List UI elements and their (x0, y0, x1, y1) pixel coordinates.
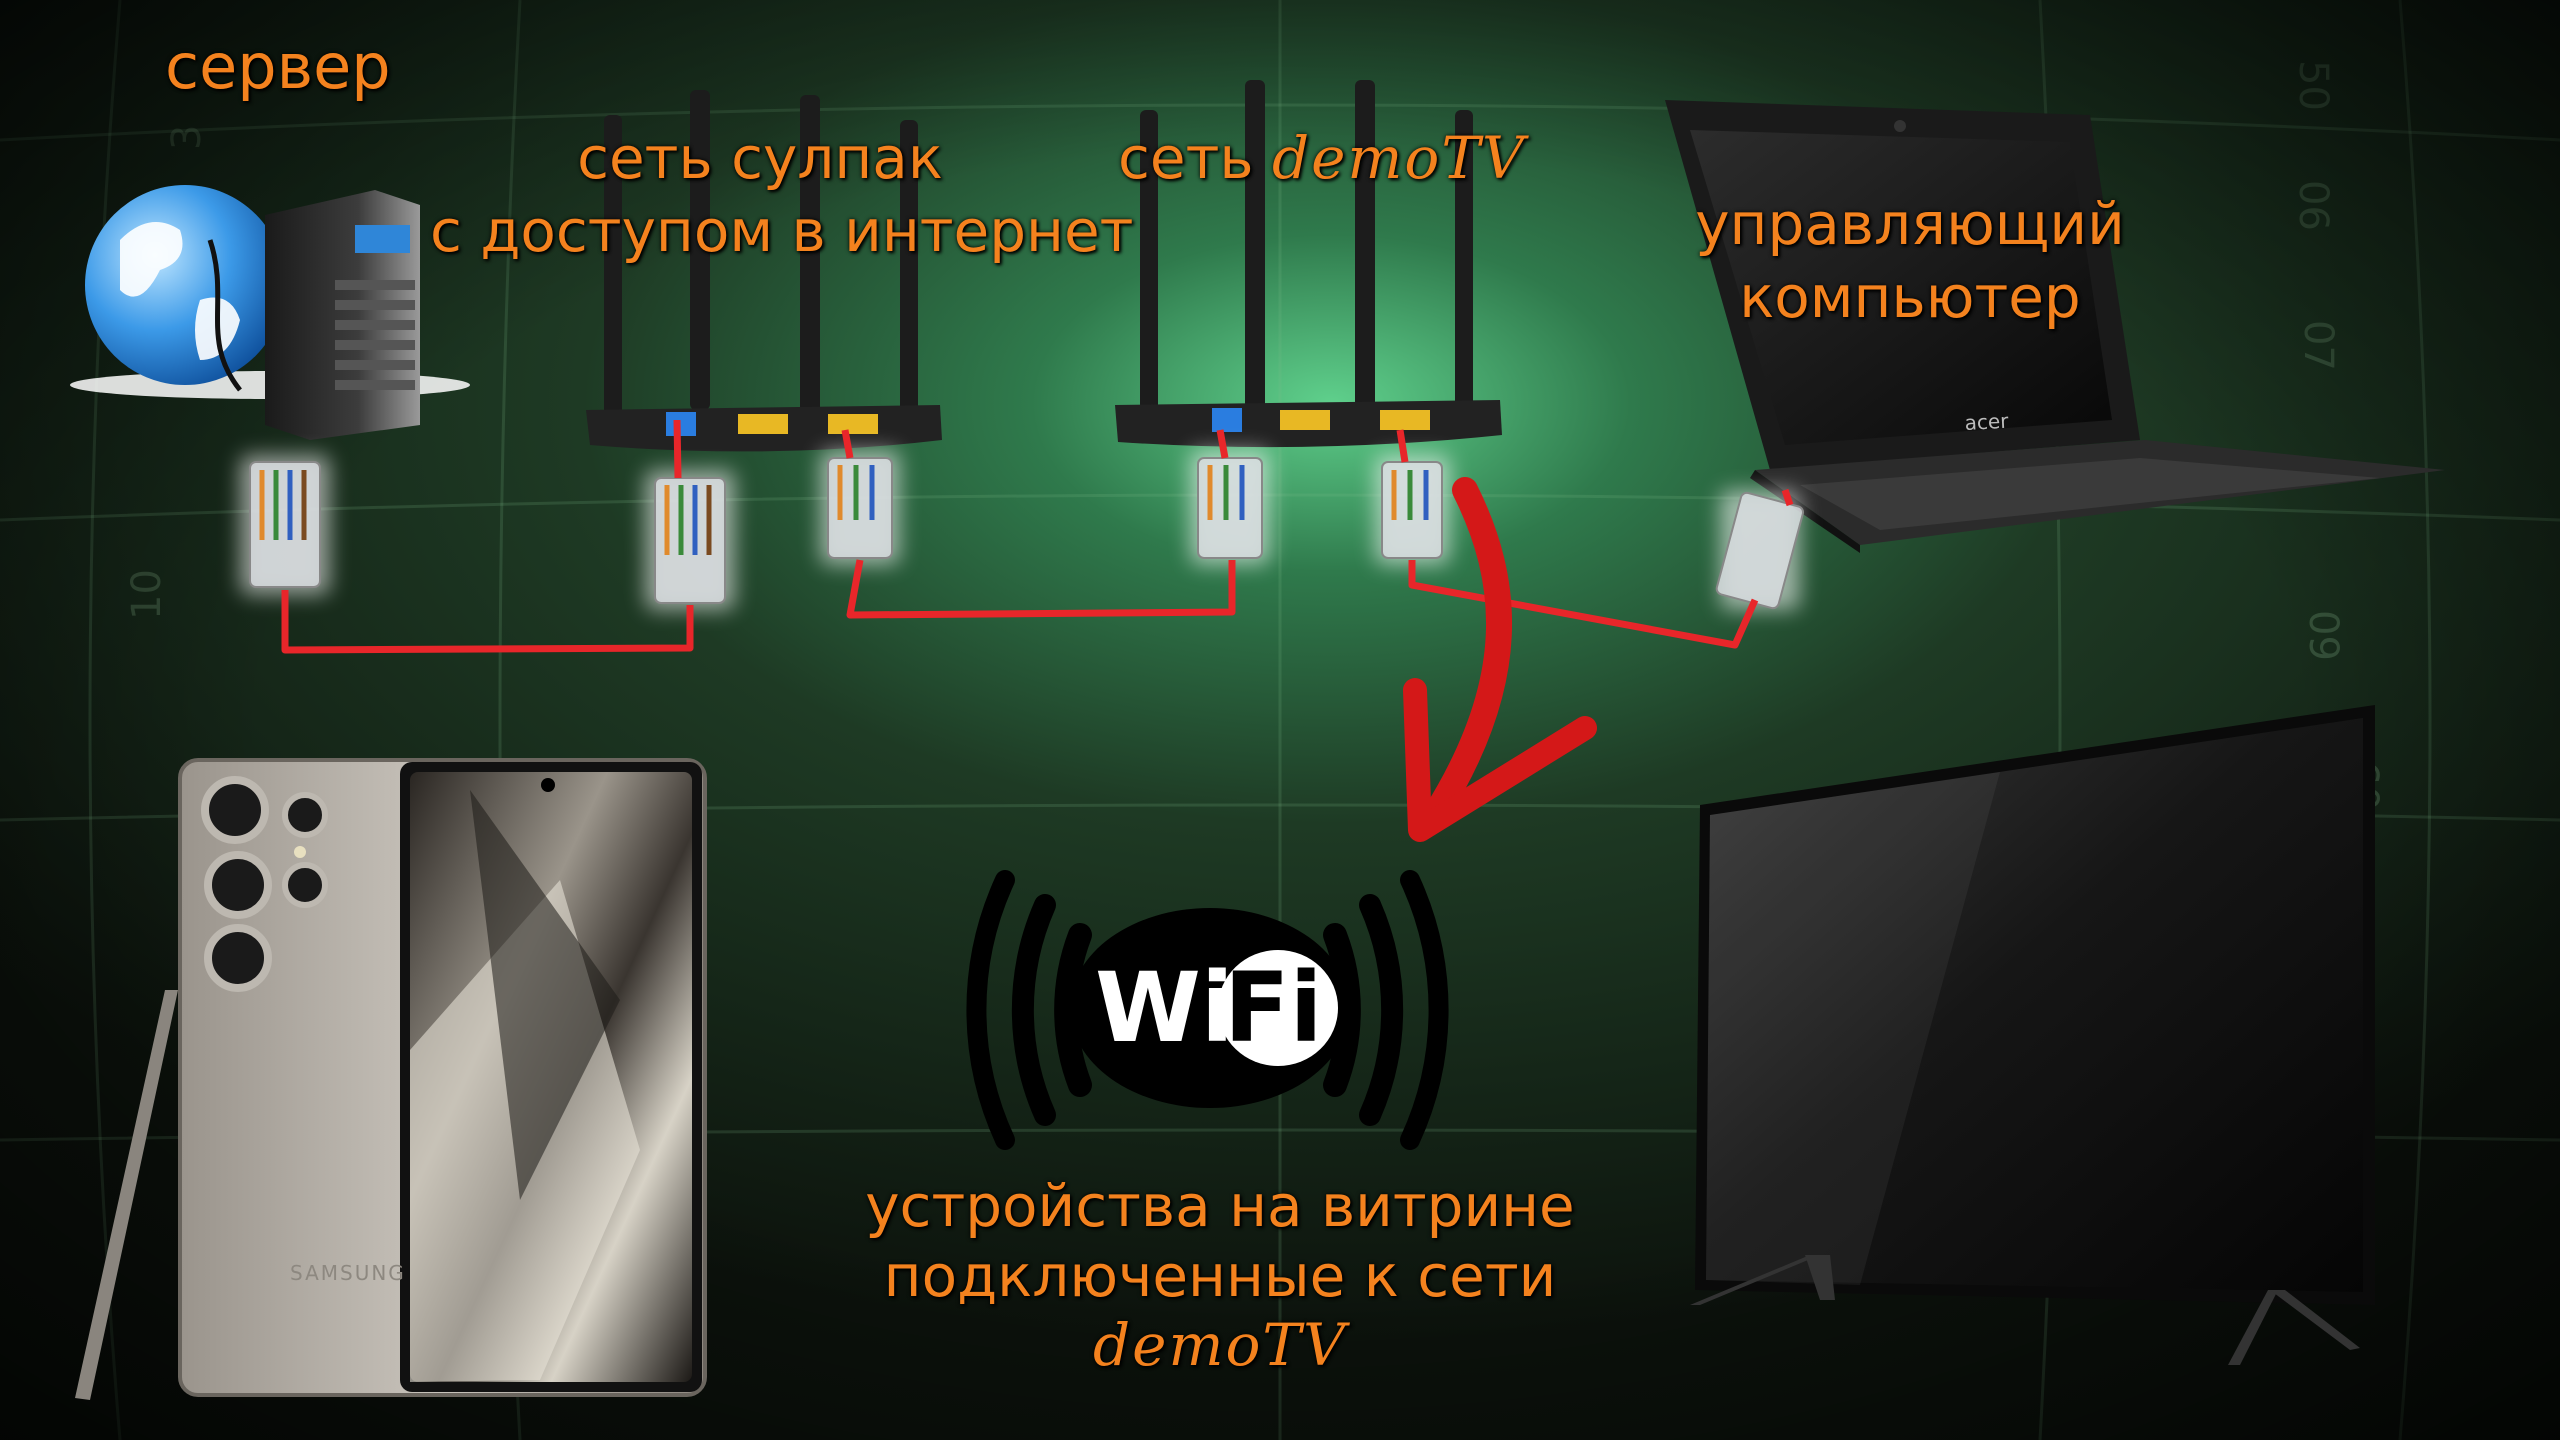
cable-port-demotv-lan (1396, 429, 1409, 463)
phone-brand: SAMSUNG (290, 1261, 406, 1285)
red-arrow-icon (1403, 477, 1597, 842)
cable-demotv-to-laptop (1408, 560, 1759, 649)
tv-icon (1690, 705, 2375, 1365)
globe-icon (85, 185, 285, 385)
cable-port-demotv (1216, 429, 1229, 459)
devices-caption-line1: устройства на витрине (865, 1172, 1575, 1240)
router-demotv-label-prefix: сеть (1118, 124, 1272, 192)
laptop-brand: acer (1964, 409, 2010, 435)
router-demotv-label: сеть demoTV (1118, 122, 1526, 195)
cable-server-to-sulpak (281, 590, 694, 654)
devices-caption: устройства на витрине подключенные к сет… (860, 1172, 1580, 1381)
laptop-icon: acer (1665, 100, 2445, 553)
server-icon (70, 185, 470, 440)
wifi-logo-text-fi: Fi (1224, 952, 1323, 1064)
laptop-label: управляющий компьютер (1680, 188, 2140, 333)
ethernet-cables (281, 419, 1794, 654)
rj45-wires (259, 465, 1429, 555)
server-label: сервер (165, 30, 391, 103)
smartphone-icon: SAMSUNG (75, 758, 707, 1400)
router-demotv-label-name: demoTV (1271, 124, 1526, 192)
router-sulpak-label: сеть сулпак с доступом в интернет (430, 122, 1134, 267)
rj45-connector (1197, 457, 1263, 559)
stylus (75, 990, 178, 1400)
laptop-label-line2: компьютер (1739, 262, 2081, 331)
devices-caption-line2: подключенные к сети (883, 1241, 1557, 1310)
rj45-connector (827, 457, 893, 559)
rj45-connector (1715, 491, 1805, 610)
cable-port-laptop (1781, 488, 1794, 507)
cable-port-sulpak (841, 429, 854, 459)
devices-caption-line3: demoTV (1093, 1311, 1347, 1380)
wifi-logo-icon (966, 870, 1449, 1150)
cable-sulpak-to-demotv (846, 559, 1236, 619)
camera-cluster (201, 776, 328, 992)
router-sulpak-label-line1: сеть сулпак (577, 124, 943, 192)
cable-uplink-sulpak (673, 419, 682, 479)
laptop-label-line1: управляющий (1695, 190, 2125, 258)
router-sulpak-label-line2: с доступом в интернет (430, 196, 1134, 265)
wifi-logo-text-wi: Wi (1095, 952, 1234, 1064)
router-demotv-icon (1115, 80, 1502, 448)
